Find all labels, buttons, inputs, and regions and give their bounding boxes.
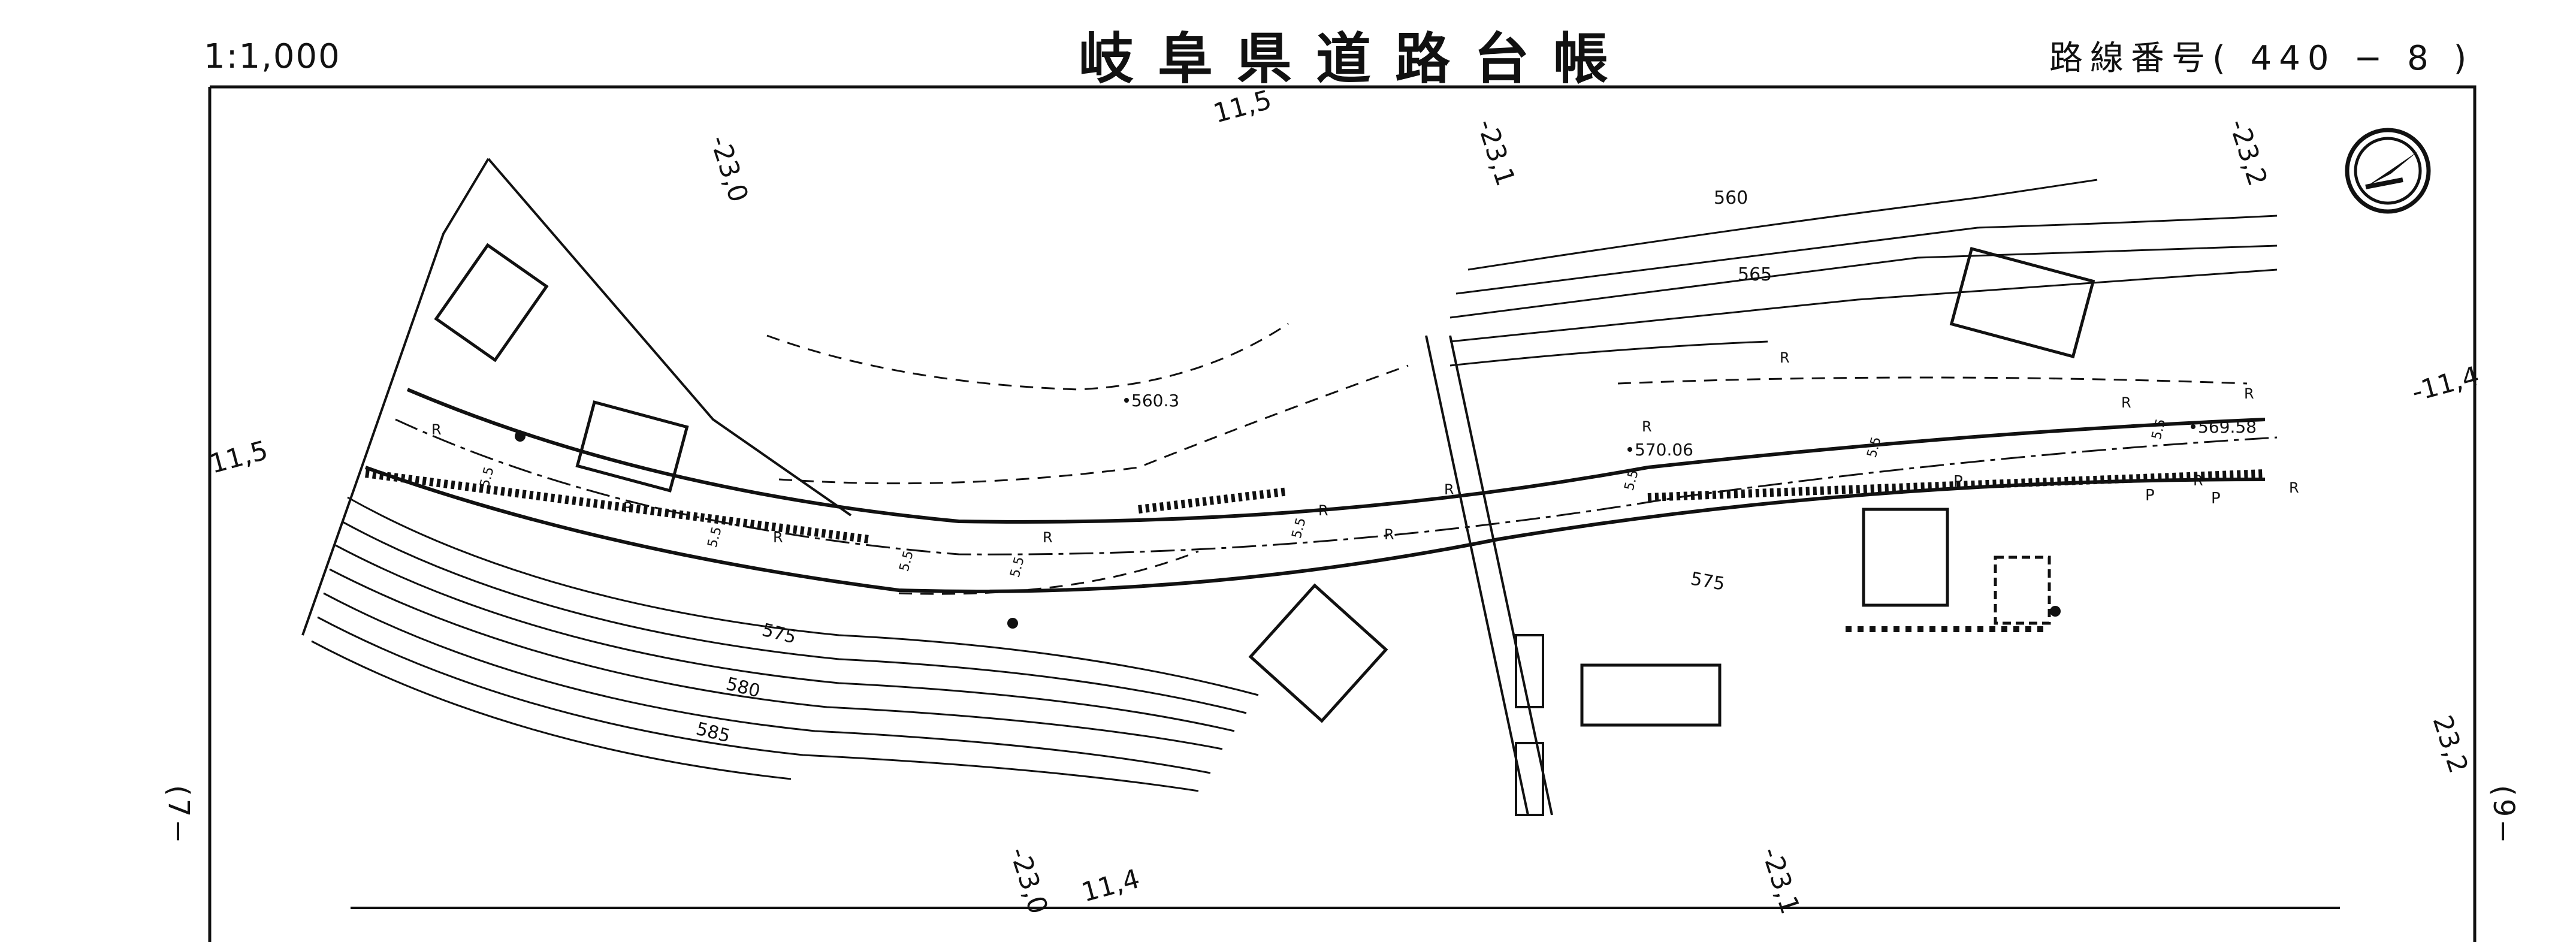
point-symbols: [515, 431, 2061, 629]
contours-north: [1449, 179, 2278, 367]
buildings: [434, 243, 2095, 727]
coord-label: 11,5: [1210, 84, 1275, 129]
slope-mark: 5.5: [1008, 555, 1028, 579]
road-mark: R: [431, 421, 442, 438]
coord-label: 11,5: [207, 435, 271, 480]
slope-mark: 5.5: [1865, 435, 1885, 459]
slope-mark: 5.5: [1289, 516, 1309, 540]
parking-mark: P: [1953, 473, 1963, 491]
grid-coordinates: -23,0 11,5 -23,1 -23,2 11,5 -11,4 23,2 -…: [207, 84, 2483, 918]
road-mark: R: [1444, 481, 1454, 498]
coord-label: 11,4: [1079, 864, 1143, 908]
parking-marks: P P P: [1953, 473, 2221, 508]
route-number-label: 路線番号( 440 − 8 ): [2049, 31, 2474, 80]
road-mark: R: [1318, 502, 1328, 519]
road-mark: R: [1780, 349, 1790, 366]
boundary-lines: [766, 322, 2248, 595]
north-arrow-icon: [2345, 128, 2431, 214]
slope-mark: 5.5: [2149, 417, 2169, 441]
map-frame: [208, 85, 2477, 942]
survey-area-outline: [301, 158, 852, 636]
road-mark: R: [2289, 479, 2299, 496]
road-mark: R: [1043, 529, 1053, 546]
coord-label: -23,1: [1471, 116, 1521, 190]
spot-height-label: 569.58: [2198, 417, 2257, 437]
coord-label: -23,2: [2223, 116, 2273, 190]
contour-label: 585: [694, 718, 732, 747]
sheet-ref-left: (7−: [162, 785, 195, 846]
route-close: ): [2453, 39, 2474, 78]
slope-mark: 5.5: [897, 549, 917, 573]
route-label: 路線番号(: [2049, 39, 2233, 78]
contours-south: [311, 496, 1259, 792]
contour-labels: 560 565 575 580 585 575: [694, 188, 1772, 747]
road-marks: R R R R R R R R R R R R R: [431, 349, 2299, 546]
coord-label: -11,4: [2409, 361, 2483, 408]
map-scale: 1:1,000: [204, 37, 341, 76]
retaining-walls: [365, 469, 2266, 632]
slope-mark: 5.5: [705, 525, 725, 549]
spot-height-label: 570.06: [1635, 440, 1693, 460]
contour-label: 575: [760, 620, 798, 648]
contour-label: 580: [724, 674, 762, 702]
coord-label: 23,2: [2427, 712, 2474, 777]
spot-height-label: 560.3: [1131, 391, 1179, 410]
route-number: 440 − 8: [2250, 39, 2436, 78]
road-mark: R: [1642, 418, 1652, 435]
road-mark: R: [2193, 472, 2203, 489]
slope-mark: 5.5: [478, 465, 497, 489]
road-mark: R: [623, 499, 633, 516]
culvert: [1425, 335, 1553, 816]
road-main: [364, 388, 2278, 593]
road-mark: R: [2121, 394, 2131, 411]
spot-heights: 560.3 570.06 569.58: [1124, 391, 2257, 460]
parking-mark: P: [2145, 487, 2155, 505]
page-title: 岐阜県道路台帳: [1079, 27, 1633, 91]
road-mark: R: [773, 529, 783, 546]
contour-label: 565: [1738, 264, 1772, 285]
contour-label: 575: [1689, 568, 1726, 594]
road-mark: R: [2244, 385, 2254, 402]
contour-label: 560: [1714, 188, 1748, 209]
parking-mark: P: [2211, 490, 2221, 508]
coord-label: -23,0: [704, 132, 754, 206]
sheet-ref-right: (9−: [2487, 785, 2520, 846]
road-mark: R: [1384, 526, 1394, 543]
